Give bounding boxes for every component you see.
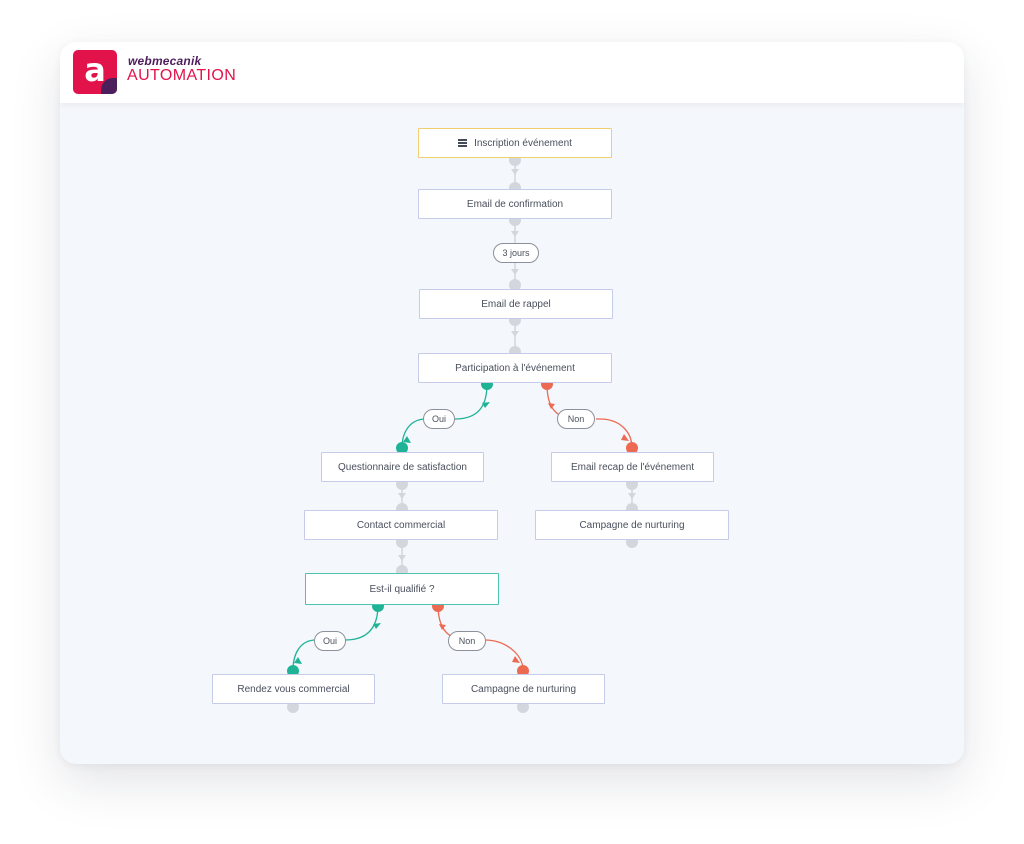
node-label: Rendez vous commercial [237, 683, 350, 695]
branch-yes-text: Oui [431, 414, 446, 424]
node-condition-qualifie[interactable]: Est-il qualifié ? [305, 573, 499, 605]
node-trigger-inscription[interactable]: Inscription événement [418, 128, 612, 158]
node-label: Campagne de nurturing [579, 519, 685, 531]
branch-no-text: Non [567, 414, 585, 424]
logo-letter: a [84, 51, 106, 89]
arrow-yes [373, 623, 381, 629]
connector-arrow [511, 231, 519, 237]
branch-label-yes: Oui [423, 409, 455, 429]
node-label: Contact commercial [356, 519, 446, 531]
connector-arrow [628, 493, 636, 499]
input-port [509, 279, 521, 291]
arrow-no [439, 624, 446, 630]
branch-no-text: Non [458, 636, 476, 646]
node-email-confirmation[interactable]: Email de confirmation [418, 189, 612, 219]
node-rendez-vous[interactable]: Rendez vous commercial [212, 674, 375, 704]
branch-line-yes [451, 383, 488, 420]
branch-label-no: Non [448, 631, 486, 651]
node-label: Email de rappel [481, 298, 551, 310]
node-contact-commercial[interactable]: Contact commercial [304, 510, 498, 540]
product-name: AUTOMATION [127, 67, 237, 84]
node-label: Email de confirmation [466, 198, 564, 210]
output-port [517, 701, 529, 713]
branch-line-yes [292, 639, 317, 671]
branch-label-yes: Oui [314, 631, 346, 651]
branch-line-yes [342, 604, 379, 641]
node-questionnaire[interactable]: Questionnaire de satisfaction [321, 452, 484, 482]
branch-dot-no [626, 442, 638, 454]
workflow-canvas[interactable]: Inscription événement Email de confirmat… [60, 42, 964, 764]
node-campagne-nurturing[interactable]: Campagne de nurturing [535, 510, 729, 540]
node-email-rappel[interactable]: Email de rappel [419, 289, 613, 319]
arrow-no [621, 434, 629, 441]
app-header: a webmecanik AUTOMATION [60, 42, 964, 103]
connector-arrow [398, 555, 406, 561]
branch-label-no: Non [557, 409, 595, 429]
arrow-yes [482, 402, 490, 408]
connector-arrow [511, 269, 519, 275]
arrow-yes [403, 436, 411, 443]
list-icon [458, 139, 468, 147]
connector-arrow [398, 493, 406, 499]
node-participation[interactable]: Participation à l'événement [418, 353, 612, 383]
brand-name: webmecanik [128, 54, 202, 68]
arrow-no [548, 403, 555, 409]
webmecanik-logo: a [73, 50, 117, 94]
connector-arrow [511, 331, 519, 337]
arrow-no [512, 656, 520, 663]
branch-line-no [596, 418, 633, 449]
connector-arrow [511, 169, 519, 175]
node-campagne-nurturing-2[interactable]: Campagne de nurturing [442, 674, 605, 704]
branch-dot-yes [396, 442, 408, 454]
node-label: Questionnaire de satisfaction [338, 461, 467, 473]
node-label: Participation à l'événement [455, 362, 575, 374]
node-label: Inscription événement [474, 137, 572, 149]
branch-yes-text: Oui [322, 636, 337, 646]
arrow-yes [294, 657, 302, 664]
node-label: Campagne de nurturing [470, 683, 577, 695]
node-label: Est-il qualifié ? [369, 583, 435, 595]
node-email-recap[interactable]: Email recap de l'événement [551, 452, 714, 482]
logo-corner-shape [101, 78, 117, 94]
delay-badge[interactable]: 3 jours [493, 243, 539, 263]
output-port [287, 701, 299, 713]
branch-line-no [484, 639, 524, 671]
automation-window: a webmecanik AUTOMATION [60, 42, 964, 764]
delay-label: 3 jours [502, 248, 530, 258]
node-label: Email recap de l'événement [570, 461, 695, 473]
